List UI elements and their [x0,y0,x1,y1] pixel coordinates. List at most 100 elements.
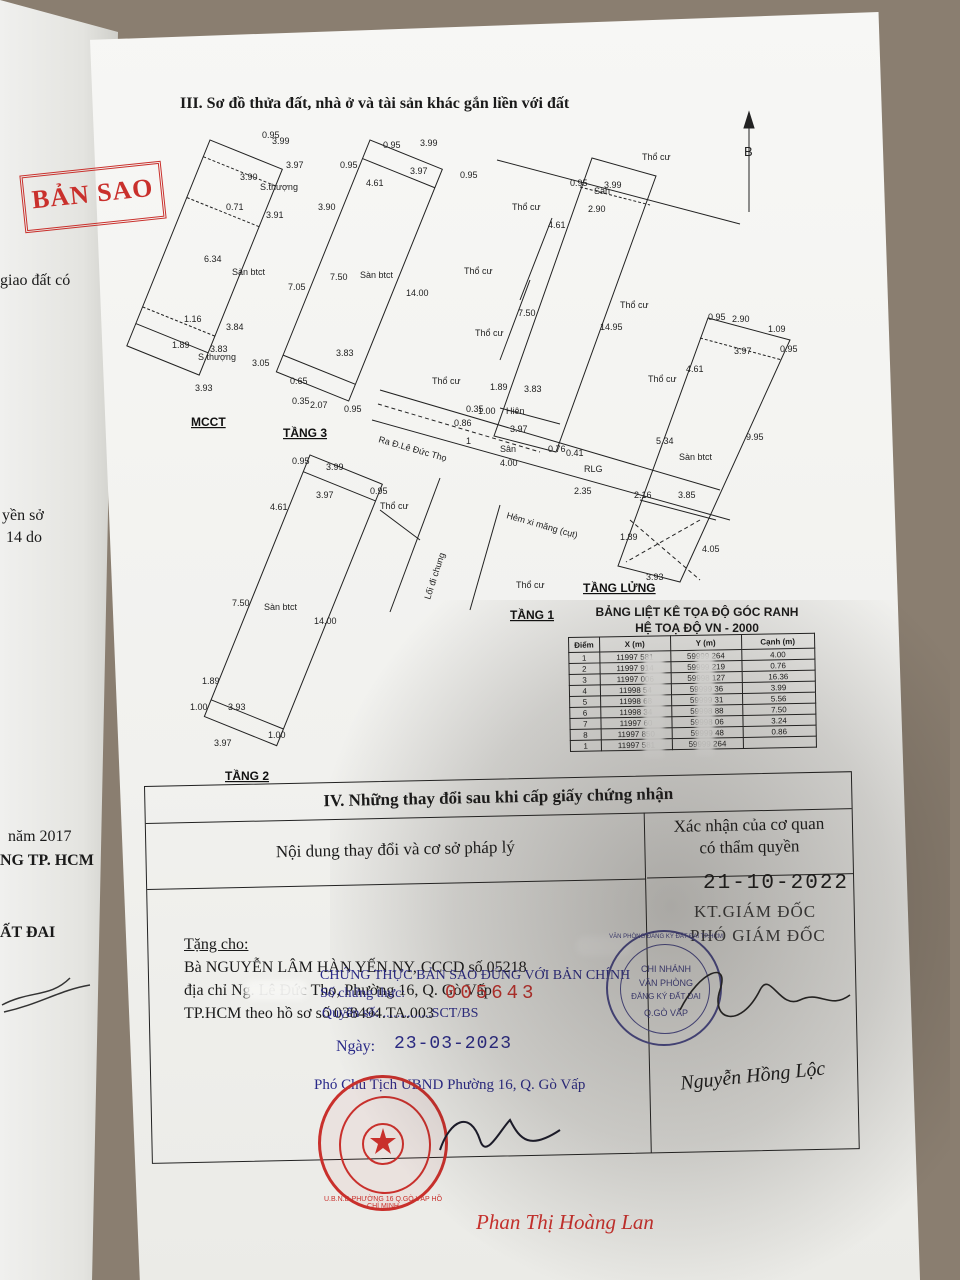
label-san-btct-tang2: Sàn btct [264,602,298,612]
label-san-btct-tang3: Sàn btct [360,270,394,280]
left-page-line: 14 do [6,529,42,546]
dim-tang1: 3.97 [510,424,528,434]
left-page-line: ẤT ĐAI [0,924,56,941]
label-hem: Hẻm xi măng (cụt) [505,510,578,540]
dim-lung: 3.93 [646,572,664,582]
dim-lung: 4.05 [702,544,720,554]
dim-lung: 3.97 [734,346,752,356]
dim-mcct: 1.89 [172,340,190,350]
table-cell: 1 [568,651,600,664]
dim-tang3: 0.95 [460,170,478,180]
document-page [90,12,920,1280]
national-emblem-icon [362,1123,404,1165]
left-page-line: năm 2017 [8,828,72,845]
label-s-thuong: S.thượng [260,182,298,192]
label-tho-cu: Thổ cư [516,580,545,590]
dim-mcct: 3.91 [266,210,284,220]
dim-tang2: 3.97 [316,490,334,500]
confirmation-title: PHÓ GIÁM ĐỐC [690,926,826,945]
dim-mcct: 3.83 [210,344,228,354]
confirmation-title: KT.GIÁM ĐỐC [694,902,817,921]
dim-tang1: 1.00 [478,406,496,416]
dim-mcct: 0.95 [340,160,358,170]
left-page-signature [1,977,91,1013]
label-tang2: TẦNG 2 [225,768,269,783]
label-rlg: RLG [584,464,603,474]
dim-tang1: 4.00 [500,458,518,468]
label-tang-lung: TẦNG LỬNG [583,580,656,595]
dim-tang2: 0.95 [370,486,388,496]
dim-lung: 2.90 [732,314,750,324]
dim-lung: 3.85 [678,490,696,500]
dim-tang3: 0.65 [290,376,308,386]
dim-mcct: 0.95 [262,130,280,140]
plan-tang2 [203,454,383,747]
dim-tang1: 0.35 [466,404,484,414]
certification-number: 005643 [445,982,538,1004]
dim-lung: 5.34 [656,436,674,446]
section4-header-left: Nội dung thay đổi và cơ sở pháp lý [145,812,647,890]
redaction-blur [696,652,714,756]
dim-tang3: 3.99 [420,138,438,148]
label-tho-cu: Thổ cư [432,376,461,386]
dim-tang2: 3.99 [326,462,344,472]
table-cell: 5 [569,695,601,708]
section3-title: III. Sơ đồ thửa đất, nhà ở và tài sản kh… [180,95,570,112]
dim-lung: 4.61 [686,364,704,374]
table-cell: 7 [569,717,601,730]
table-cell: 3 [569,673,600,686]
label-tho-cu: Thổ cư [464,266,493,276]
recipient-line: Bà NGUYỄN LÂM HÀN YẾN NY, CCCD số 05218 [184,959,527,976]
label-s-thuong-2: S.thượng [198,352,236,362]
dim-tang3: 14.00 [406,288,429,298]
address-continued-line: TP.HCM theo hồ sơ số 038494.TA.003 [184,1005,434,1022]
dim-tang2: 14.00 [314,616,337,626]
table-cell: 4 [569,684,601,697]
left-page-line: giao đất có [0,272,71,289]
dim-mcct: 3.90 [240,172,258,182]
dim-tang1: 0.41 [566,448,584,458]
label-tho-cu: Thổ cư [620,300,649,310]
coord-table-title: BẢNG LIỆT KÊ TỌA ĐỘ GÓC RANH HỆ TOẠ ĐỘ V… [595,605,799,635]
certification-number-label: Số chứng thực: [320,986,406,1001]
dim-tang2: 1.89 [202,676,220,686]
dim-mcct: 0.71 [226,202,244,212]
table-cell: 8 [570,728,601,741]
left-page-line: yền sở [2,507,44,524]
dim-tang2: 3.93 [228,702,246,712]
dim-tang3: 0.35 [292,396,310,406]
dim-tang3: 4.61 [366,178,384,188]
table-cell: 6 [569,706,601,719]
confirmation-date: 21-10-2022 [703,872,850,895]
gift-label: Tặng cho: [184,936,249,953]
dim-tang2: 7.50 [232,598,250,608]
label-san-btct-lung: Sàn btct [679,452,713,462]
label-san-btct-mcct: Sàn btct [232,267,266,277]
dim-tang2: 1.00 [190,702,208,712]
dim-tang1: 4.61 [548,220,566,230]
dim-mcct: 3.05 [252,358,270,368]
label-tang1: TẦNG 1 [510,607,554,622]
label-tho-cu: Thổ cư [648,374,677,384]
dim-tang1: 0.95 [570,178,588,188]
certification-signer-name: Phan Thị Hoàng Lan [476,1210,654,1234]
label-san-2: Sân [500,444,516,454]
label-san: Sân [594,186,610,196]
redaction-blur [644,654,664,758]
director-signature [679,971,851,1018]
plan-tang1 [371,157,741,613]
dim-tang1: 7.50 [518,308,536,318]
dim-mcct: 3.84 [226,322,244,332]
certification-title: CHỨNG THỰC BẢN SAO ĐÚNG VỚI BẢN CHÍNH [320,968,631,983]
section4-header-right: Xác nhận của cơ quan có thẩm quyền [645,808,854,879]
dim-tang3: 0.95 [383,140,401,150]
dim-tang2: 0.95 [292,456,310,466]
dim-tang3: 0.95 [344,404,362,414]
dim-tang1: 0.86 [454,418,472,428]
label-mcct: MCCT [191,415,226,429]
left-page-line: NG TP. HCM [0,852,94,869]
table-cell: 2 [568,662,600,675]
dim-mcct: 3.90 [318,202,336,212]
